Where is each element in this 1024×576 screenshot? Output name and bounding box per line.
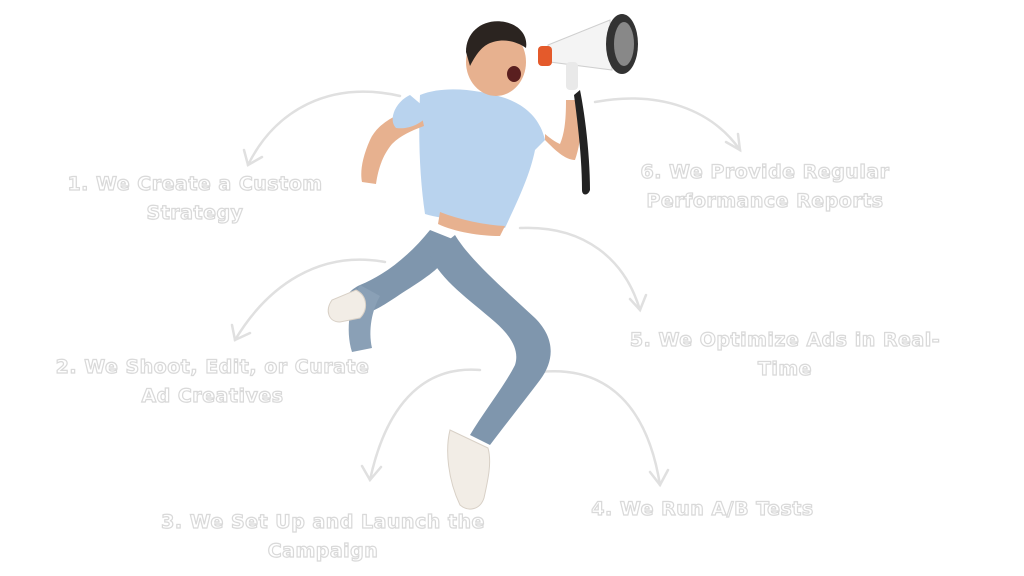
arrow-to-step-5 — [518, 226, 642, 312]
front-arm — [545, 100, 582, 160]
back-sleeve — [392, 95, 430, 129]
arrow-to-step-2 — [233, 258, 387, 342]
megaphone-handle — [566, 62, 578, 90]
front-leg — [430, 235, 551, 445]
step-6-number: 6. — [640, 160, 662, 183]
megaphone-cone — [547, 19, 613, 71]
step-3-line1: We Set Up and Launch the — [189, 510, 485, 533]
step-1-line1: We Create a Custom — [95, 172, 323, 195]
step-2-number: 2. — [55, 355, 78, 378]
step-5-number: 5. — [629, 328, 652, 351]
back-shoe — [327, 289, 366, 323]
arrowhead-step-1 — [242, 148, 264, 167]
arrowhead-step-6 — [724, 132, 742, 153]
megaphone-strap — [574, 90, 590, 195]
arrow-to-step-1 — [246, 90, 402, 167]
step-6-line2: Performance Reports — [646, 189, 884, 212]
arrow-to-step-4 — [538, 370, 662, 487]
arrowhead-step-5 — [628, 293, 648, 313]
step-2-line1: We Shoot, Edit, or Curate — [84, 355, 370, 378]
arrowhead-step-3 — [360, 464, 383, 483]
megaphone-bell-inner — [614, 22, 634, 66]
step-2-label: 2. We Shoot, Edit, or Curate Ad Creative… — [55, 353, 370, 411]
arrowhead-step-2 — [230, 323, 252, 342]
step-6-label: 6. We Provide Regular Performance Report… — [640, 158, 890, 216]
megaphone-mouthpiece — [538, 46, 552, 66]
step-5-label: 5. We Optimize Ads in Real- Time — [625, 326, 945, 384]
belly — [438, 212, 505, 236]
step-4-line1: We Run A/B Tests — [619, 497, 814, 520]
step-3-number: 3. — [161, 510, 183, 533]
step-5-line2: Time — [757, 357, 813, 380]
arrowhead-step-4 — [648, 468, 670, 488]
step-3-line2: Campaign — [267, 539, 379, 562]
front-shoe — [447, 429, 491, 510]
hair — [466, 21, 527, 67]
step-4-label: 4. We Run A/B Tests — [570, 495, 835, 524]
step-3-label: 3. We Set Up and Launch the Campaign — [158, 508, 488, 566]
step-1-line2: Strategy — [146, 201, 244, 224]
step-4-number: 4. — [591, 497, 613, 520]
arrow-to-step-6 — [593, 97, 742, 152]
shirt — [419, 89, 545, 228]
step-6-line1: We Provide Regular — [668, 160, 890, 183]
step-1-label: 1. We Create a Custom Strategy — [60, 170, 330, 228]
step-2-line2: Ad Creatives — [141, 384, 284, 407]
step-5-line1: We Optimize Ads in Real- — [658, 328, 941, 351]
step-1-number: 1. — [67, 172, 89, 195]
mouth — [507, 66, 521, 82]
arrow-to-step-3 — [368, 368, 482, 482]
